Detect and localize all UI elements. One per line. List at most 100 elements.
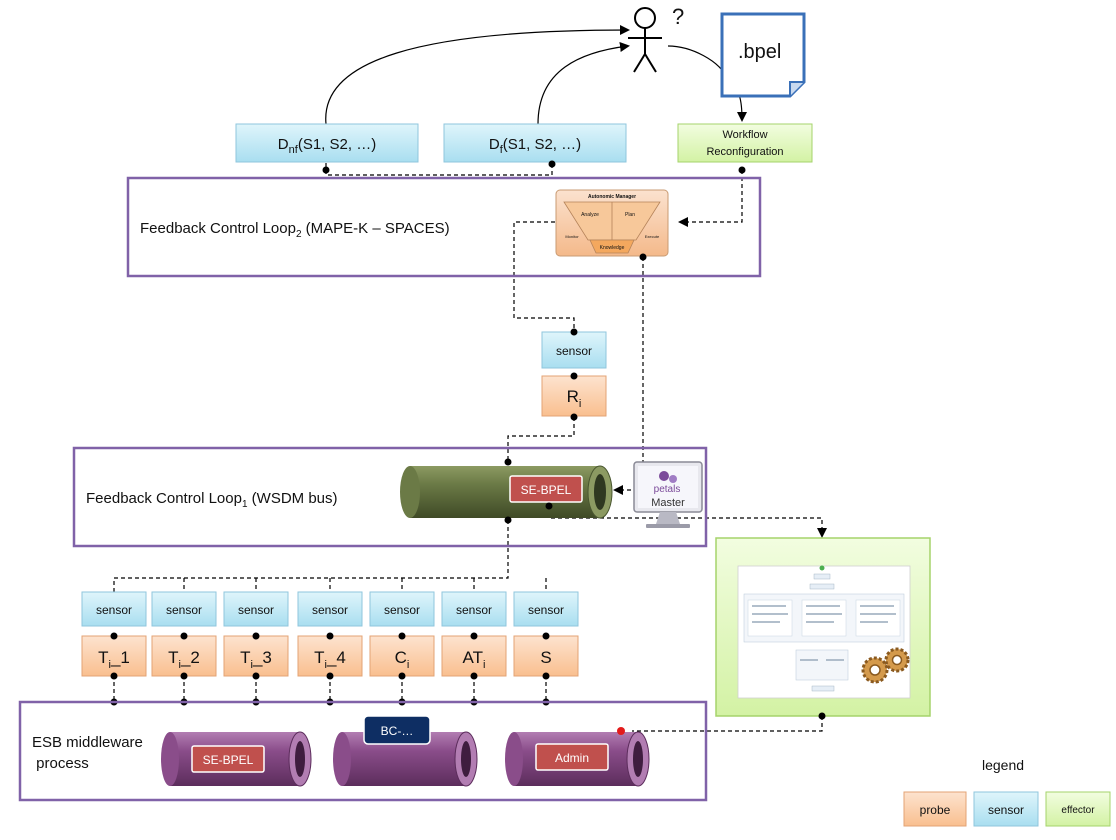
sensor-label: sensor [384, 603, 420, 617]
autonomic-manager-icon: Autonomic Manager Analyze Plan Monitor E… [555, 189, 669, 257]
dnf-to-am-line [325, 163, 553, 176]
feedback-loop-2-frame [126, 176, 762, 278]
bpel-document-icon [720, 12, 806, 98]
feedback-loop-1-title: Feedback Control Loop1 (WSDM bus) [86, 490, 338, 510]
sensor-box [297, 591, 363, 627]
admin-red-dot [617, 727, 625, 735]
bpel-document-label: .bpel [738, 41, 781, 63]
connection-dot [470, 632, 478, 640]
df-main: D [489, 136, 500, 153]
workflow-line2: Reconfiguration [706, 146, 783, 158]
svg-text:Dnf(S1, S2, …): Dnf(S1, S2, …) [278, 136, 376, 156]
connection-dot [252, 632, 260, 640]
sensor-label: sensor [96, 603, 132, 617]
svg-text:Knowledge: Knowledge [600, 245, 625, 251]
connection-dots [322, 160, 826, 720]
svg-text:Plan: Plan [625, 212, 635, 218]
legend-effector: effector [1045, 791, 1111, 827]
sensor-box [441, 591, 507, 627]
esb-title-line2: process [32, 755, 89, 772]
sensor-box [151, 591, 217, 627]
svg-text:petals: petals [654, 484, 681, 495]
sensor-box [81, 591, 147, 627]
sensor-probe-row: sensorTi_1sensorTi_2sensorTi_3sensorTi_4… [81, 591, 579, 706]
probe-box [441, 635, 507, 677]
svg-text:SE-BPEL: SE-BPEL [203, 753, 254, 767]
legend-title: legend [982, 757, 1024, 773]
bus-to-workflow-view-line [548, 506, 827, 538]
probe-box [81, 635, 147, 677]
sensor-label: sensor [456, 603, 492, 617]
svg-text:sensor: sensor [556, 344, 592, 358]
sensor-label: sensor [166, 603, 202, 617]
workflow-to-am-line [678, 170, 743, 227]
am-to-master-line [613, 257, 644, 495]
df-to-person-curve [537, 42, 630, 125]
sensor-ri-box: sensor [541, 331, 607, 369]
svg-text:Analyze: Analyze [581, 212, 599, 218]
connection-dot [180, 632, 188, 640]
esb-middleware-frame [18, 700, 708, 802]
bus-to-sensors-line [113, 520, 509, 592]
probe-label: Ti_2 [168, 648, 200, 671]
legend-sensor: sensor [973, 791, 1039, 827]
user-person-icon [628, 7, 662, 73]
connection-dot [180, 672, 188, 680]
workflow-view-panel [715, 537, 931, 717]
esb-title-line1: ESB middleware [32, 734, 143, 751]
probe-box [297, 635, 363, 677]
dnf-main: D [278, 136, 289, 153]
workflow-view-to-admin-line [632, 716, 823, 732]
probe-box [151, 635, 217, 677]
svg-text:probe: probe [920, 803, 951, 817]
question-mark: ? [672, 4, 684, 29]
svg-text:Monitor: Monitor [565, 234, 579, 239]
probe-box [223, 635, 289, 677]
dnf-to-person-curve [325, 25, 630, 125]
dnf-box: Dnf(S1, S2, …) [235, 123, 419, 163]
probe-label: S [540, 648, 551, 667]
connection-dot [542, 672, 550, 680]
connection-dot [326, 632, 334, 640]
connection-dot [398, 672, 406, 680]
workflow-line1: Workflow [722, 129, 767, 141]
probe-ri-to-bus-line [507, 417, 575, 462]
connection-dot [326, 672, 334, 680]
svg-text:SE-BPEL: SE-BPEL [521, 483, 572, 497]
bc-badge [363, 715, 431, 745]
sensor-box [513, 591, 579, 627]
se-bpel-bus-badge [509, 475, 583, 503]
probe-label: ATi [463, 648, 486, 671]
connection-dot [252, 672, 260, 680]
svg-text:Ri: Ri [567, 387, 582, 410]
svg-text:Df(S1, S2, …): Df(S1, S2, …) [489, 136, 581, 156]
df-box: Df(S1, S2, …) [443, 123, 627, 163]
df-sub: f [500, 144, 504, 156]
svg-text:effector: effector [1061, 805, 1095, 816]
probe-label: Ti_4 [314, 648, 346, 671]
gears-icon [861, 647, 910, 684]
sensor-label: sensor [312, 603, 348, 617]
svg-text:Admin: Admin [555, 751, 589, 765]
probe-ri-box: Ri [541, 375, 607, 417]
dnf-sub: nf [289, 144, 299, 156]
connection-dot [398, 632, 406, 640]
admin-badge [535, 743, 609, 771]
connectors [113, 25, 827, 732]
svg-text:Autonomic Manager: Autonomic Manager [588, 194, 636, 200]
feedback-loop-1-frame [72, 446, 708, 548]
person-to-bpel-curve [667, 45, 729, 81]
svg-text:Execute: Execute [645, 234, 660, 239]
workflow-reconfiguration-box: Workflow Reconfiguration [677, 123, 813, 163]
probe-label: Ti_1 [98, 648, 130, 671]
connection-dot [542, 632, 550, 640]
feedback-loop-2-title: Feedback Control Loop2 (MAPE-K – SPACES) [140, 220, 450, 240]
